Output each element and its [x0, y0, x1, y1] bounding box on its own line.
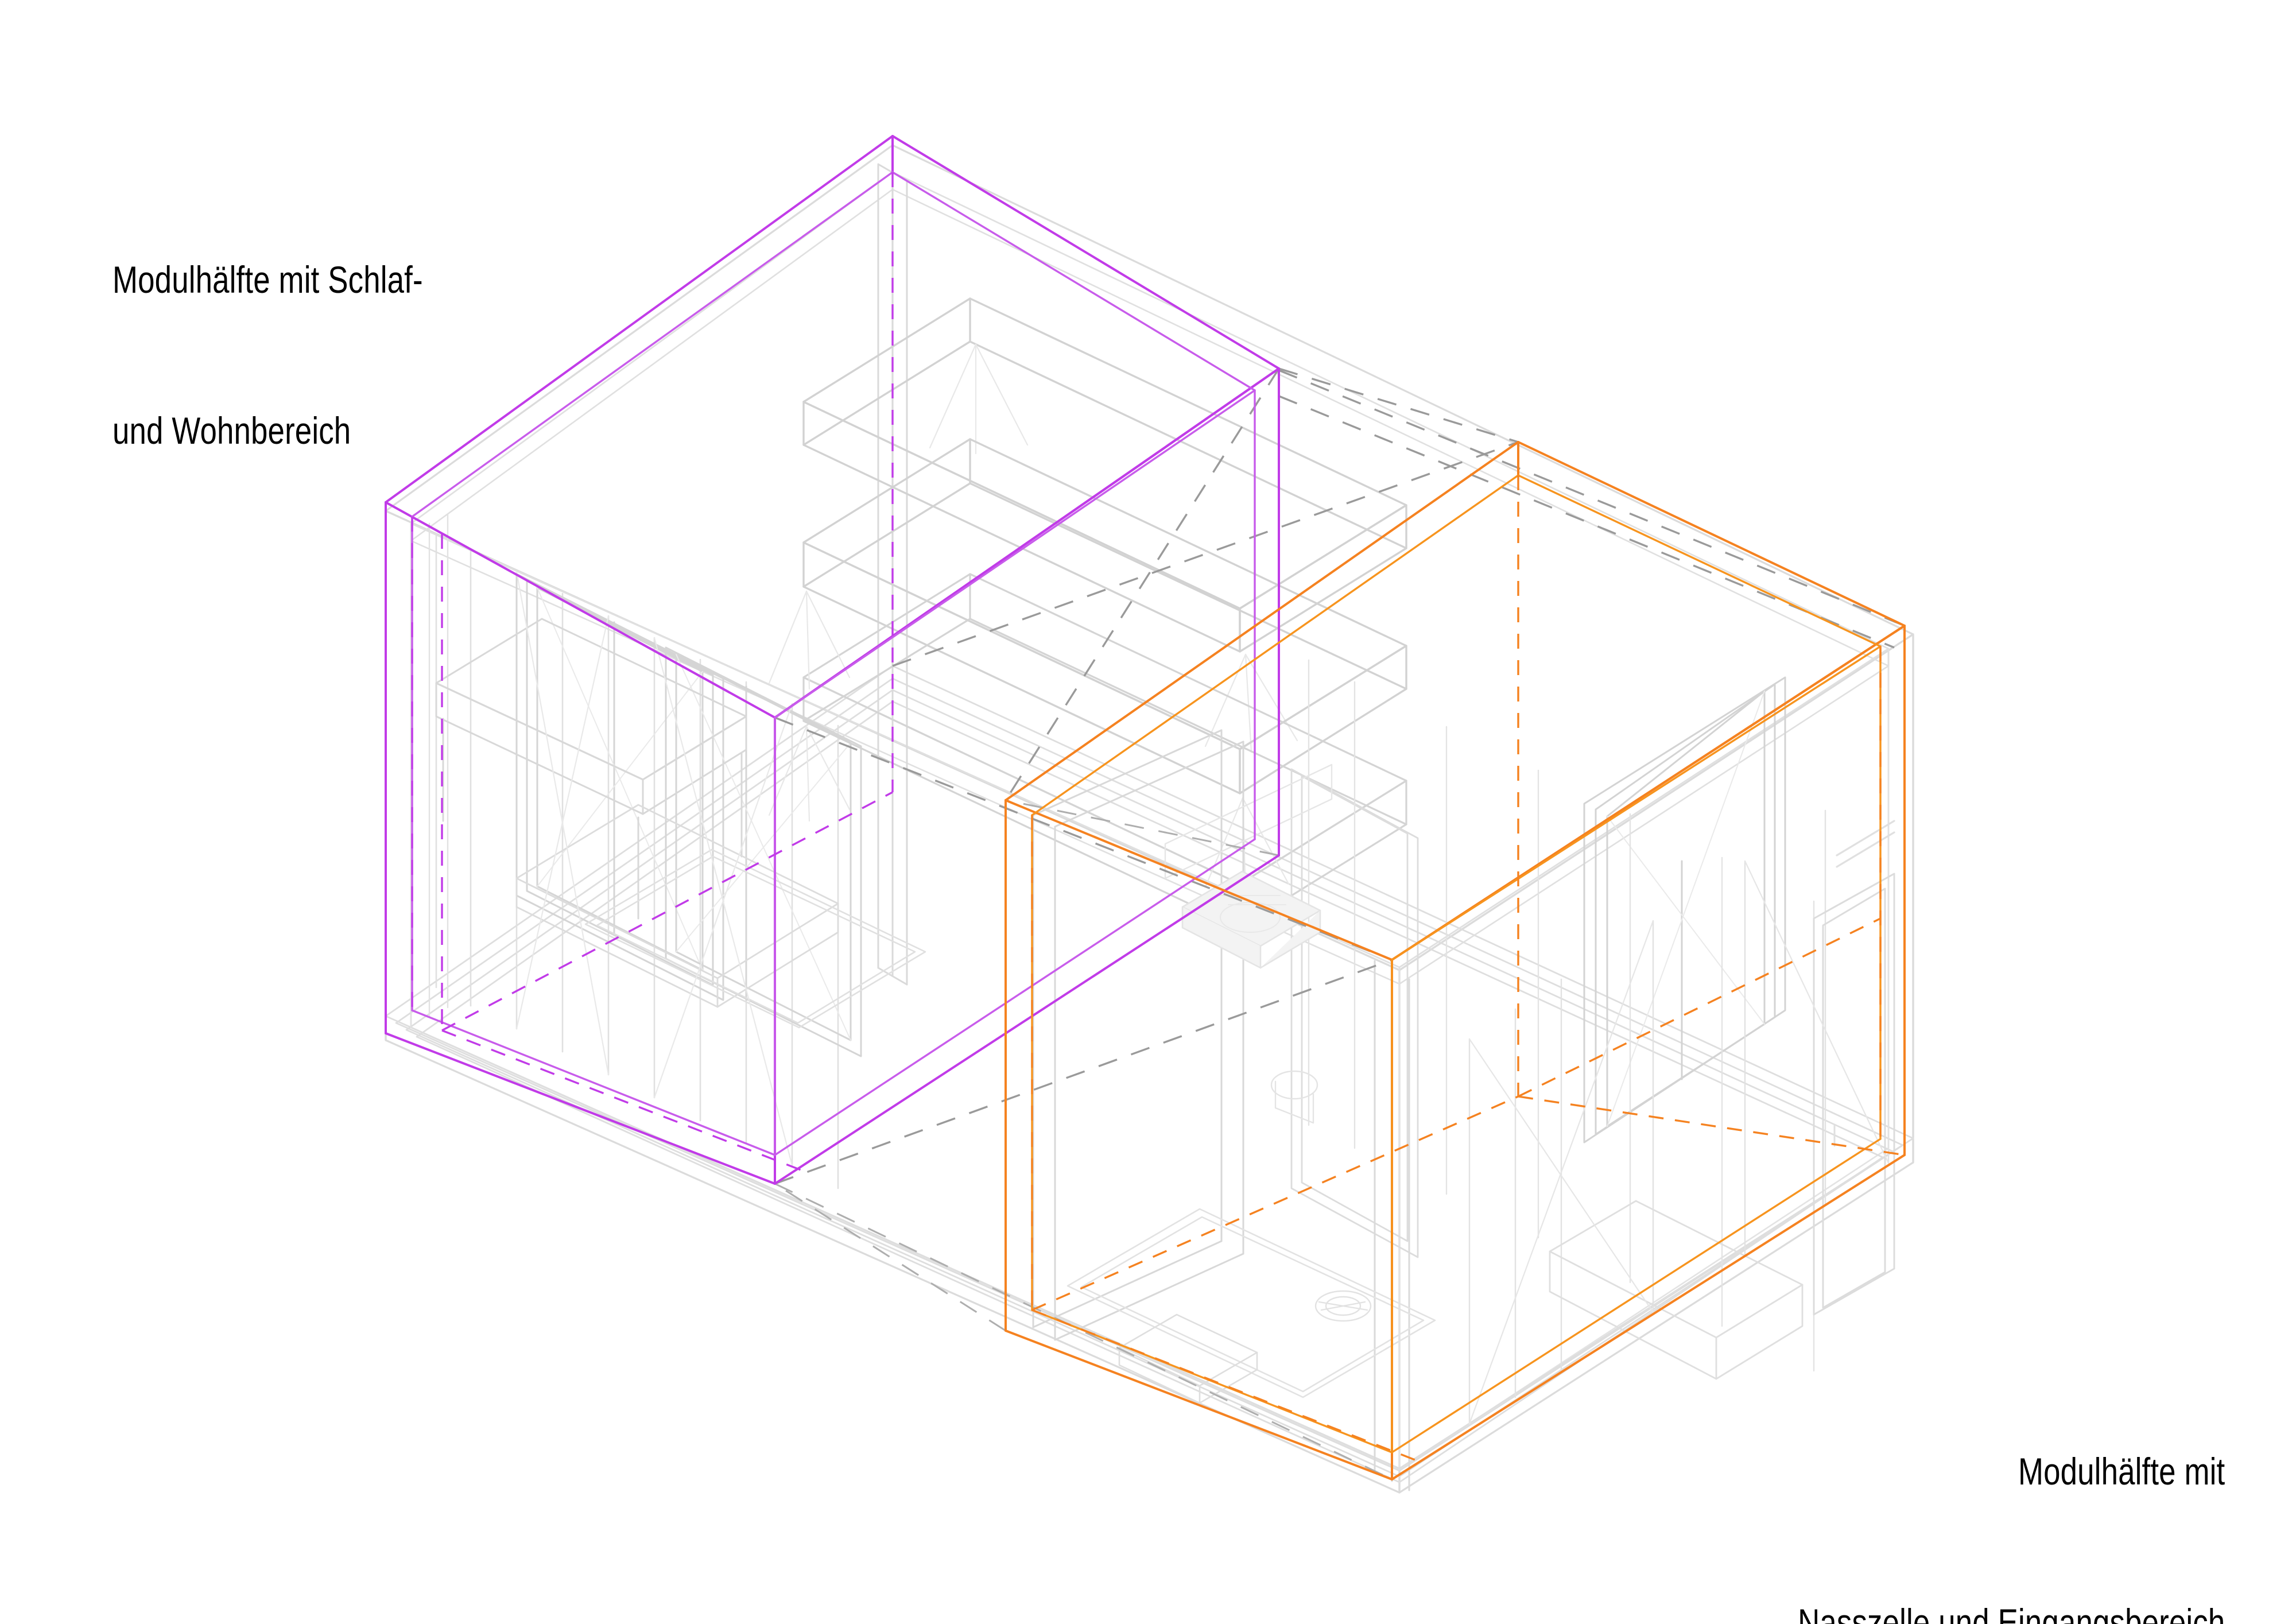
sleeping-living-half-highlight: [385, 135, 1280, 1185]
bath-entrance-half-highlight: [1004, 441, 1906, 1480]
ceiling-slab: [410, 171, 1890, 985]
desk-plate-left: [435, 618, 747, 920]
violet-hidden-edges: [385, 172, 894, 1185]
label-sleeping-line-2: und Wohnbereich: [113, 409, 351, 452]
label-bath-line-2: Nasszelle und Eingangsbereich: [1797, 1600, 2225, 1624]
shower-drain: [1314, 1290, 1372, 1322]
violet-inner-offset-edges: [411, 171, 1256, 1156]
window-frame-back: [665, 646, 862, 1057]
orange-hidden-edges: [1005, 475, 1905, 1480]
left-wall-stud-frame: [410, 513, 449, 1029]
bathroom-enclosure: [1032, 729, 1244, 1341]
handrail: [1836, 820, 1895, 868]
orange-outer-solid-edges: [1004, 441, 1906, 1480]
shower-tray: [1066, 1208, 1436, 1398]
mirror-panel: [1164, 763, 1333, 879]
window-frame-right: [1583, 676, 1786, 1144]
shelf-middle-b: [802, 438, 1407, 794]
bed-platform: [515, 804, 839, 1008]
label-bath-line-1: Modulhälfte mit: [2018, 1449, 2225, 1493]
window-frame-left-large: [515, 573, 724, 1001]
shelf-upper-a: [802, 297, 1407, 653]
label-sleeping-line-1: Modulhälfte mit Schlaf-: [113, 258, 423, 301]
bathroom-door-panel: [1290, 768, 1419, 1258]
wall-bracing-right: [1468, 860, 1890, 1425]
label-bath-entrance-half: Modulhälfte mit Nasszelle und Eingangsbe…: [1798, 1346, 2225, 1624]
wall-bracing-left: [515, 571, 793, 1166]
entrance-threshold: [1118, 1313, 1258, 1404]
orange-inner-offset-edges: [1031, 474, 1882, 1454]
joint-plane-projection-lines: [385, 367, 1905, 1480]
toilet-fixture: [1270, 1070, 1318, 1124]
module-wireframe: [385, 144, 1914, 1494]
label-sleeping-living-half: Modulhälfte mit Schlaf- und Wohnbereich: [113, 154, 423, 557]
floor-cutout-left: [584, 848, 926, 1029]
